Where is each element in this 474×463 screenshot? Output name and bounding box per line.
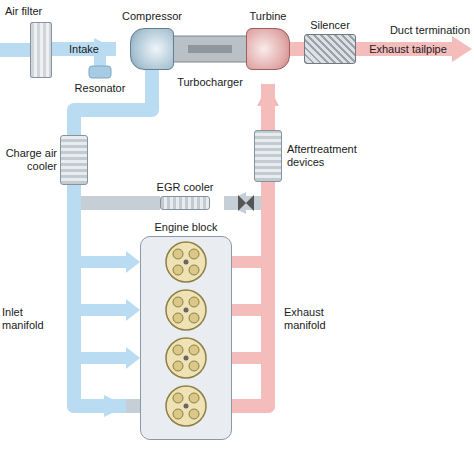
tailpipe-label: Exhaust tailpipe bbox=[367, 43, 449, 56]
engine-block: Engine block bbox=[140, 236, 232, 440]
flow-pipe bbox=[232, 182, 268, 406]
duct-termination-label: Duct termination bbox=[390, 24, 470, 37]
flow-pipe bbox=[52, 42, 116, 56]
compressor-wheel: Compressor bbox=[130, 28, 174, 70]
component-label: Turbine bbox=[250, 10, 287, 23]
component-label: Engine block bbox=[155, 221, 218, 234]
component-label: EGR cooler bbox=[157, 181, 214, 194]
silencer-box: Silencer bbox=[304, 34, 356, 64]
manifold-label: Exhaust manifold bbox=[284, 306, 348, 332]
resonator-label: Resonator bbox=[75, 82, 126, 95]
aftertreatment-box: Aftertreatment devices bbox=[254, 130, 282, 182]
cooler-box: Charge air cooler bbox=[60, 135, 88, 185]
turbocharger-unit: TurbochargerCompressorTurbine bbox=[128, 26, 292, 72]
tailpipe-arrowhead bbox=[452, 36, 472, 62]
component-label: Turbocharger bbox=[177, 76, 243, 89]
component-label: Compressor bbox=[122, 10, 182, 23]
component-label: Aftertreatment devices bbox=[287, 143, 379, 169]
manifold-label: Inlet manifold bbox=[2, 306, 62, 332]
flow-pipe bbox=[74, 70, 152, 135]
intake-pipe bbox=[0, 43, 30, 57]
component-label: Charge air cooler bbox=[3, 147, 57, 173]
egr-cooler-box: EGR cooler bbox=[160, 196, 210, 210]
air-filter-box: Air filter bbox=[30, 22, 52, 78]
cylinder-illustration bbox=[140, 236, 232, 440]
pipe-label: Intake bbox=[67, 43, 101, 56]
component-label: Silencer bbox=[310, 19, 350, 32]
flow-pipe bbox=[290, 42, 304, 56]
tailpipe bbox=[356, 42, 452, 56]
inlet-branches bbox=[74, 251, 140, 369]
egr-valve bbox=[238, 195, 254, 211]
turbine-wheel: Turbine bbox=[246, 28, 290, 70]
resonator-chamber bbox=[89, 66, 111, 78]
flow-pipe bbox=[261, 84, 275, 130]
component-label: Air filter bbox=[5, 5, 42, 18]
flow-pipe bbox=[74, 185, 126, 406]
